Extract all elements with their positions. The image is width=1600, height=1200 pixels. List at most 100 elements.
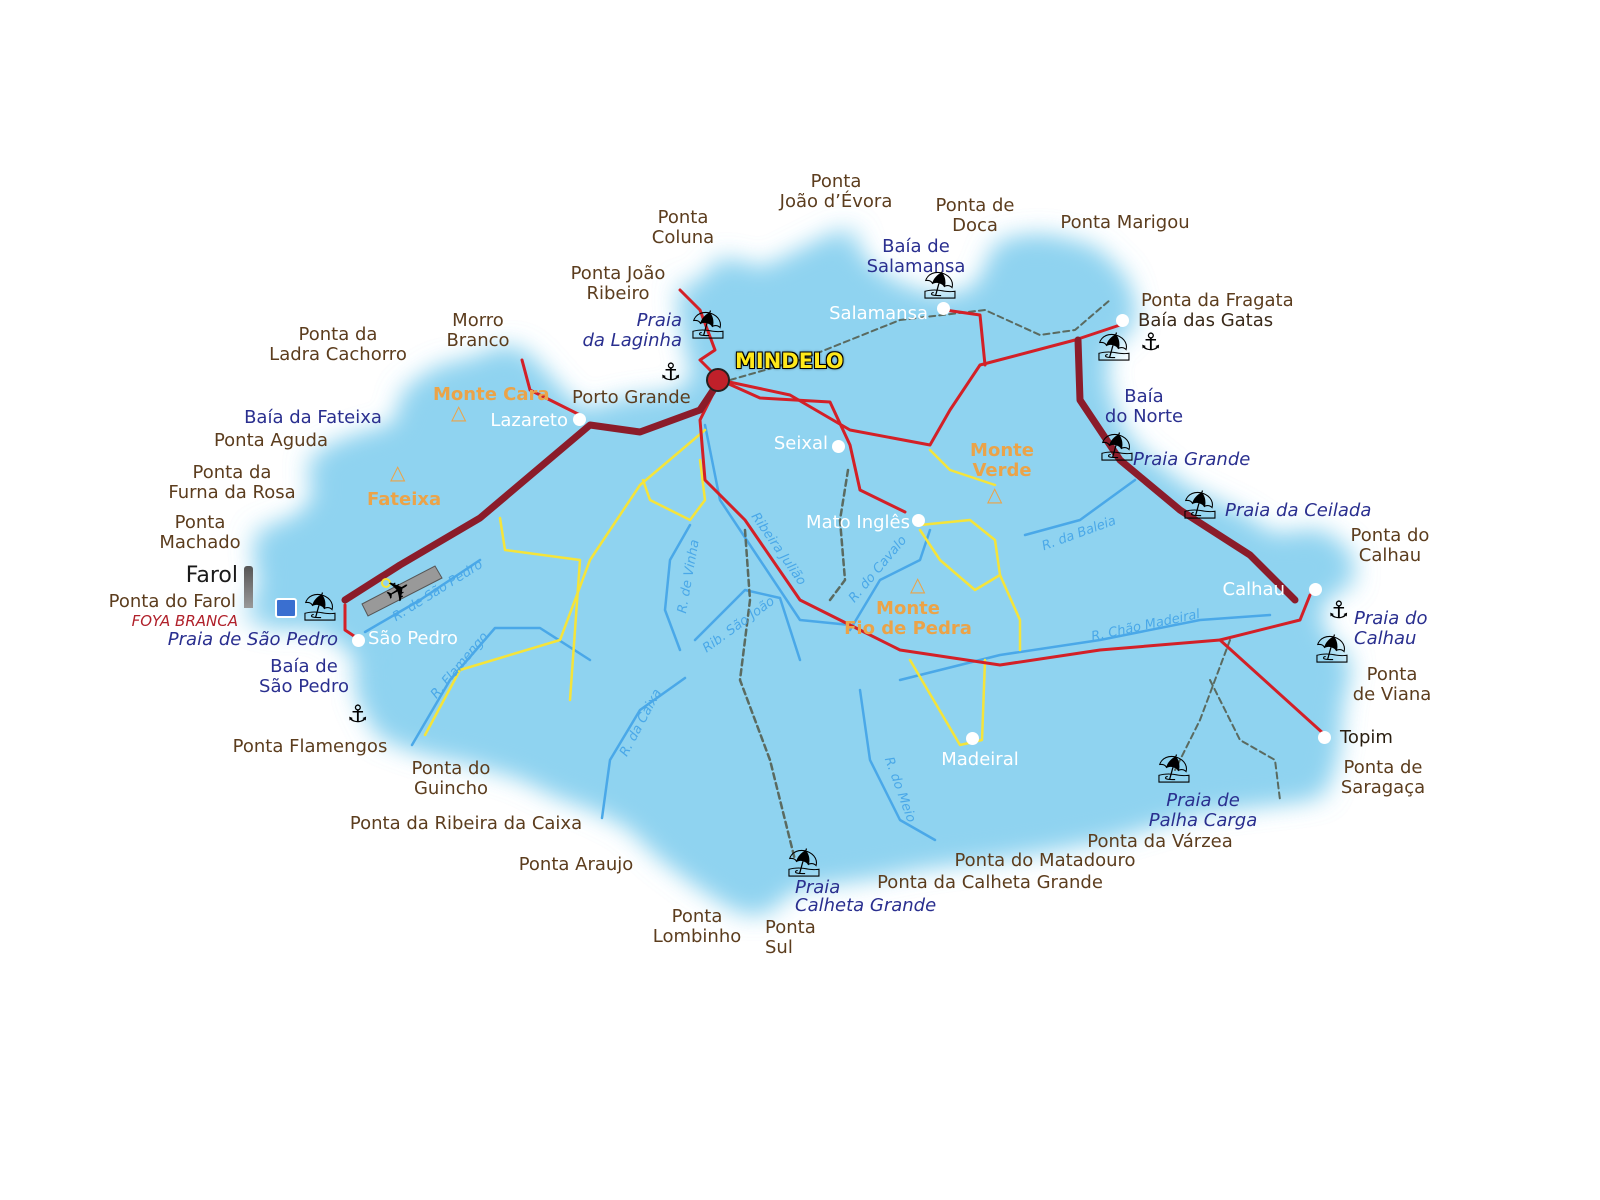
beach-label: Praia da Ceilada bbox=[1225, 500, 1372, 521]
town-dot[interactable] bbox=[1318, 731, 1331, 744]
point-label: Ponta do Guincho bbox=[411, 758, 491, 799]
town-dot[interactable] bbox=[832, 440, 845, 453]
beach-umbrella-icon: ⛱ bbox=[1182, 488, 1218, 521]
point-label: Ponta Machado bbox=[159, 512, 241, 553]
beach-umbrella-icon: ⛱ bbox=[786, 846, 822, 879]
bay-label: Baía da Fateixa bbox=[244, 407, 382, 428]
roads bbox=[698, 378, 1312, 667]
main-road bbox=[341, 376, 724, 604]
beach-umbrella-icon: ⛱ bbox=[1314, 632, 1350, 665]
point-label: Ponta Coluna bbox=[651, 207, 715, 248]
tracks bbox=[498, 516, 582, 702]
point-label: Ponta Marigou bbox=[1060, 212, 1190, 233]
tracks bbox=[918, 518, 1002, 577]
point-label: Morro Branco bbox=[446, 310, 510, 351]
town-label-madeiral[interactable]: Madeiral bbox=[941, 749, 1019, 770]
point-label: Ponta da Várzea bbox=[1087, 831, 1233, 852]
main-road bbox=[1074, 336, 1299, 604]
town-label-lazareto[interactable]: Lazareto bbox=[490, 410, 568, 431]
point-label: Ponta João d’Évora bbox=[779, 171, 893, 212]
hotel-icon bbox=[275, 598, 297, 618]
town-dot[interactable] bbox=[912, 514, 925, 527]
river-lines bbox=[363, 558, 482, 634]
point-label: Ponta de Saragaça bbox=[1340, 757, 1426, 798]
beach-umbrella-icon: ⛱ bbox=[922, 268, 958, 301]
mountain-peak-icon: △ bbox=[910, 572, 926, 596]
beach-label: Praia de Palha Carga bbox=[1148, 790, 1258, 831]
river-lines bbox=[410, 626, 592, 747]
point-label: Ponta Aguda bbox=[213, 430, 328, 451]
point-label: Ponta da Furna da Rosa bbox=[168, 462, 296, 503]
lighthouse-label: Farol bbox=[185, 563, 238, 588]
town-label-topim[interactable]: Topim bbox=[1340, 727, 1393, 748]
anchor-icon: ⚓ bbox=[660, 358, 682, 386]
roads bbox=[678, 288, 722, 382]
town-label-calhau[interactable]: Calhau bbox=[1222, 579, 1285, 600]
bay-label: Baía do Norte bbox=[1104, 386, 1184, 427]
beach-umbrella-icon: ⛱ bbox=[1156, 752, 1192, 785]
beach-umbrella-icon: ⛱ bbox=[1096, 330, 1132, 363]
trails bbox=[828, 468, 850, 602]
capital-marker[interactable] bbox=[706, 368, 730, 392]
point-label: Ponta Lombinho bbox=[652, 906, 742, 947]
point-label: Ponta do Farol bbox=[108, 591, 236, 612]
point-label: Ponta da Calheta Grande bbox=[877, 872, 1103, 893]
roads bbox=[718, 323, 1122, 447]
town-label-seixal[interactable]: Seixal bbox=[773, 433, 828, 454]
hotel-label: FOYA BRANCA bbox=[131, 612, 238, 630]
river-lines bbox=[898, 613, 1272, 682]
point-label: Ponta da Ribeira da Caixa bbox=[349, 813, 583, 834]
bay-label: Baía de Salamansa bbox=[866, 236, 966, 277]
point-label: Ponta Sul bbox=[765, 917, 816, 958]
river-lines bbox=[663, 523, 692, 652]
town-dot[interactable] bbox=[573, 413, 586, 426]
trails bbox=[1174, 639, 1231, 771]
river-lines bbox=[703, 423, 852, 627]
beach-label: Praia Grande bbox=[1133, 449, 1251, 470]
point-label: Ponta de Viana bbox=[1352, 664, 1432, 705]
point-label: Ponta do Matadouro bbox=[954, 850, 1136, 871]
river-lines bbox=[693, 588, 802, 662]
town-label-salamansa[interactable]: Salamansa bbox=[829, 303, 928, 324]
beach-label: Praia do Calhau bbox=[1354, 608, 1428, 649]
bay-label: Baía de São Pedro bbox=[259, 656, 349, 697]
town-dot[interactable] bbox=[966, 732, 979, 745]
river-lines bbox=[858, 688, 937, 842]
point-label: Ponta Araujo bbox=[518, 854, 634, 875]
beach-label: Praia de São Pedro bbox=[167, 629, 338, 650]
point-label: Ponta João Ribeiro bbox=[570, 263, 666, 304]
beach-umbrella-icon: ⛱ bbox=[1099, 430, 1135, 463]
town-dot[interactable] bbox=[1309, 583, 1322, 596]
town-label-mato-ingles[interactable]: Mato Inglês bbox=[806, 512, 910, 533]
tracks bbox=[641, 458, 707, 522]
beach-label: Praia da Laginha bbox=[582, 310, 682, 351]
anchor-icon: ⚓ bbox=[347, 700, 369, 728]
mountain-label: Monte Cara bbox=[433, 384, 550, 405]
town-label-porto-grande[interactable]: Porto Grande bbox=[572, 387, 691, 408]
beach-umbrella-icon: ⛱ bbox=[302, 590, 338, 623]
capital-label[interactable]: MINDELO bbox=[735, 349, 844, 373]
bay-label: Baía das Gatas bbox=[1138, 310, 1274, 331]
point-label: Ponta de Doca bbox=[935, 195, 1015, 236]
river-lines bbox=[848, 528, 932, 632]
roads bbox=[520, 358, 582, 417]
mountain-peak-icon: △ bbox=[451, 400, 467, 424]
trails bbox=[738, 528, 797, 862]
mountain-label: Monte Verde bbox=[970, 440, 1034, 481]
town-dot[interactable] bbox=[937, 302, 950, 315]
mountain-peak-icon: △ bbox=[390, 460, 406, 484]
river-lines bbox=[600, 676, 687, 820]
town-label-sao-pedro[interactable]: São Pedro bbox=[368, 628, 458, 649]
town-dot[interactable] bbox=[352, 634, 365, 647]
tracks bbox=[928, 448, 997, 487]
anchor-icon: ⚓ bbox=[1140, 328, 1162, 356]
roads bbox=[943, 308, 987, 367]
mountain-peak-icon: △ bbox=[987, 482, 1003, 506]
town-dot[interactable] bbox=[1116, 314, 1129, 327]
tracks bbox=[918, 528, 1022, 652]
mountain-label: Fateixa bbox=[367, 489, 442, 510]
mountain-label: Monte Fio de Pedra bbox=[844, 598, 972, 639]
trails bbox=[1209, 679, 1281, 801]
airport-runway bbox=[361, 565, 443, 617]
